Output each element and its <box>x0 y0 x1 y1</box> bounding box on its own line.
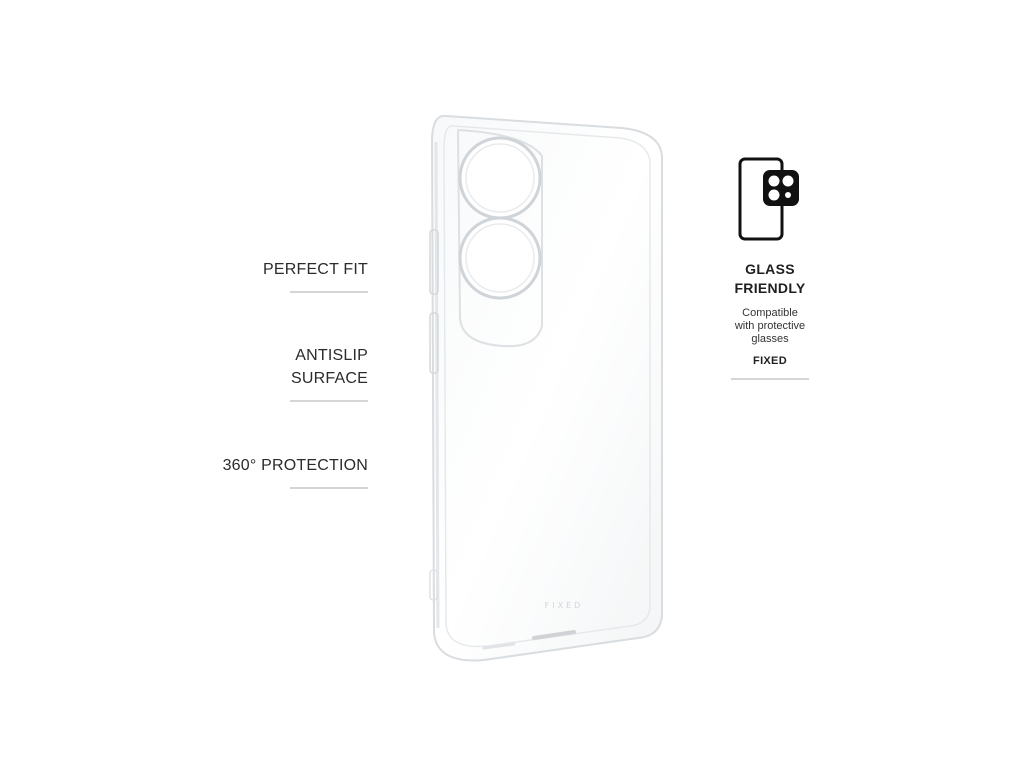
camera-module-outline <box>456 128 543 348</box>
camera-lens-inner-ring <box>465 223 535 293</box>
power-button-cutout <box>429 312 439 374</box>
badge-divider <box>731 378 809 380</box>
case-inner-edge <box>443 125 651 648</box>
glass-friendly-badge: GLASS FRIENDLY Compatible with protectiv… <box>720 156 820 380</box>
badge-description: Compatible with protective glasses <box>734 307 806 345</box>
charging-port-cutout <box>532 630 576 640</box>
volume-button-cutout <box>429 229 439 295</box>
feature-label: PERFECT FIT <box>262 261 368 278</box>
feature-divider <box>290 400 368 402</box>
feature-label: ANTISLIP SURFACE <box>291 347 368 387</box>
feature-label: 360° PROTECTION <box>222 457 368 474</box>
case-logo: FIXED <box>545 601 584 610</box>
camera-lens-cutout-bottom <box>458 216 542 300</box>
feature-360-protection: 360° PROTECTION <box>148 454 368 489</box>
badge-brand: FIXED <box>753 355 787 367</box>
feature-perfect-fit: PERFECT FIT <box>148 258 368 293</box>
phone-case-image: FIXED <box>424 108 674 668</box>
feature-antislip-surface: ANTISLIP SURFACE <box>148 344 368 402</box>
feature-divider <box>290 291 368 293</box>
camera-lens-inner-ring <box>465 143 535 213</box>
camera-lens-cutout-top <box>458 136 542 220</box>
phone-case-illustration: FIXED <box>429 114 663 662</box>
feature-divider <box>290 487 368 489</box>
case-side-rim <box>434 141 440 629</box>
speaker-cutout <box>482 642 516 650</box>
phone-with-camera-protector-icon <box>738 157 799 241</box>
badge-title: GLASS FRIENDLY <box>734 261 806 296</box>
side-cutout <box>429 569 438 601</box>
